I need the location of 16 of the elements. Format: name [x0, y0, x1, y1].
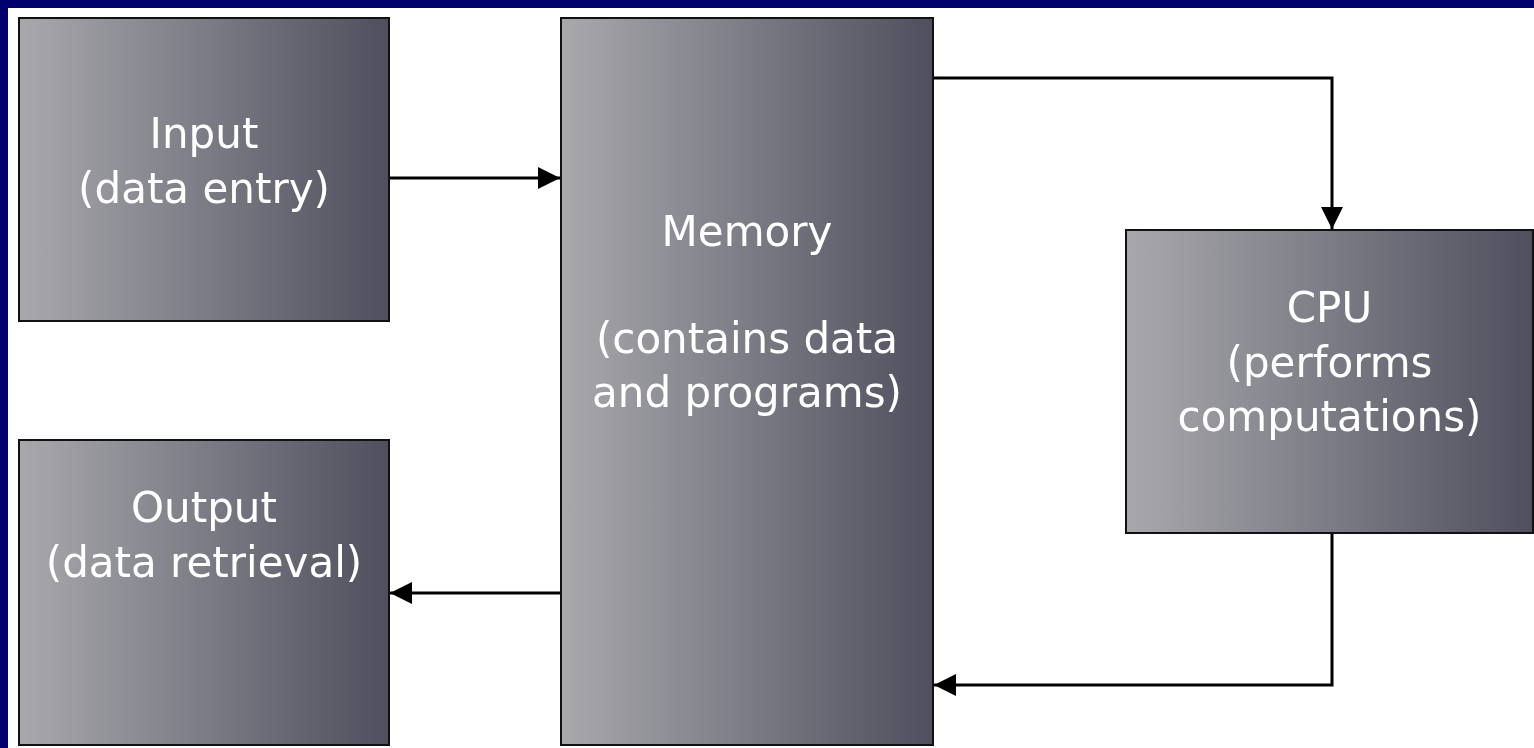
box-description: (performs computations) — [1176, 336, 1483, 444]
box-title: Input — [149, 108, 259, 160]
box-description: (data entry) — [78, 162, 330, 215]
process-box — [1125, 229, 1534, 534]
process-box — [18, 439, 390, 746]
arrow — [934, 534, 1334, 696]
arrow — [390, 582, 560, 604]
box-title: Output — [131, 482, 277, 534]
box-title: CPU — [1286, 282, 1373, 334]
process-box — [18, 17, 390, 322]
box-description: (data retrieval) — [45, 536, 363, 589]
box-description: (contains data and programs) — [591, 312, 903, 420]
arrow — [934, 76, 1343, 229]
process-box — [560, 17, 934, 746]
arrow — [390, 167, 560, 189]
box-title: Memory — [661, 206, 833, 258]
